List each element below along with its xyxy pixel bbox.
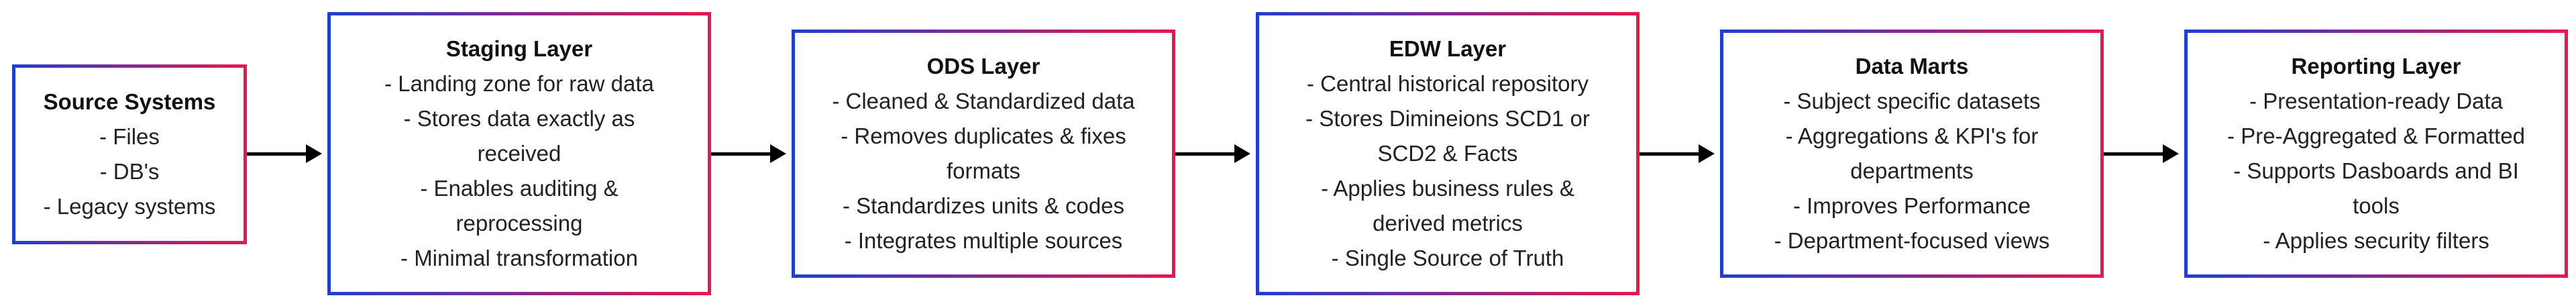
flow-arrow-source-to-staging	[247, 140, 322, 167]
stage-title: Staging Layer	[445, 36, 593, 61]
arrow-head-icon	[306, 144, 322, 163]
stage-bullet: - Presentation-ready Data	[2249, 89, 2503, 113]
stage-title: Source Systems	[43, 89, 216, 114]
stage-title: Data Marts	[1855, 54, 1969, 79]
arrow-shaft	[247, 152, 306, 156]
stage-bullet: - Department-focused views	[1774, 228, 2050, 253]
arrow-shaft	[1175, 152, 1234, 156]
arrow-head-icon	[2163, 144, 2179, 163]
stage-bullet: - Stores Dimineions SCD1 or SCD2 & Facts	[1305, 106, 1590, 166]
stage-title: Reporting Layer	[2291, 54, 2461, 79]
stage-data-marts: Data Marts - Subject specific datasets -…	[1720, 30, 2104, 278]
stage-bullet: - Applies security filters	[2263, 228, 2489, 253]
stage-edw-layer: EDW Layer - Central historical repositor…	[1256, 12, 1640, 295]
stage-source-systems: Source Systems - Files - DB's - Legacy s…	[12, 64, 247, 244]
flow-arrow-ods-to-edw	[1175, 140, 1250, 167]
stage-bullet: - Minimal transformation	[400, 246, 638, 270]
stage-bullet: - Landing zone for raw data	[384, 71, 654, 96]
arrow-head-icon	[1234, 144, 1250, 163]
stage-bullet: - Standardizes units & codes	[842, 193, 1125, 218]
flow-arrow-edw-to-marts	[1640, 140, 1715, 167]
stage-reporting-layer: Reporting Layer - Presentation-ready Dat…	[2184, 30, 2568, 278]
stage-title: EDW Layer	[1389, 36, 1507, 61]
stage-description: - Files - DB's - Legacy systems	[44, 119, 216, 224]
arrow-shaft	[1640, 152, 1699, 156]
stage-description: - Central historical repository - Stores…	[1290, 66, 1605, 276]
flow-arrow-staging-to-ods	[711, 140, 786, 167]
stage-bullet: - Enables auditing & reprocessing	[420, 176, 619, 236]
stage-title: ODS Layer	[926, 54, 1040, 79]
stage-bullet: - Pre-Aggregated & Formatted	[2227, 123, 2525, 148]
arrow-head-icon	[1699, 144, 1715, 163]
arrow-head-icon	[770, 144, 786, 163]
stage-bullet: - Aggregations & KPI's for departments	[1785, 123, 2039, 183]
stage-bullet: - Central historical repository	[1307, 71, 1589, 96]
flow-arrow-marts-to-reporting	[2104, 140, 2179, 167]
stage-bullet: - Integrates multiple sources	[844, 228, 1123, 253]
stage-bullet: - Files	[99, 124, 160, 149]
stage-description: - Cleaned & Standardized data - Removes …	[826, 84, 1141, 258]
stage-bullet: - Cleaned & Standardized data	[832, 89, 1135, 113]
arrow-shaft	[2104, 152, 2163, 156]
arrow-shaft	[711, 152, 770, 156]
stage-staging-layer: Staging Layer - Landing zone for raw dat…	[327, 12, 711, 295]
stage-bullet: - Stores data exactly as received	[403, 106, 635, 166]
stage-description: - Presentation-ready Data - Pre-Aggregat…	[2218, 84, 2534, 258]
stage-bullet: - Improves Performance	[1793, 193, 2031, 218]
stage-bullet: - Applies business rules & derived metri…	[1321, 176, 1574, 236]
stage-description: - Subject specific datasets - Aggregatio…	[1754, 84, 2070, 258]
stage-bullet: - Single Source of Truth	[1331, 246, 1564, 270]
stage-bullet: - Supports Dasboards and BI tools	[2233, 158, 2519, 218]
stage-description: - Landing zone for raw data - Stores dat…	[362, 66, 677, 276]
stage-ods-layer: ODS Layer - Cleaned & Standardized data …	[792, 30, 1175, 278]
stage-bullet: - Removes duplicates & fixes formats	[841, 123, 1126, 183]
stage-bullet: - Subject specific datasets	[1783, 89, 2041, 113]
stage-bullet: - Legacy systems	[43, 194, 216, 219]
stage-bullet: - DB's	[99, 159, 160, 184]
